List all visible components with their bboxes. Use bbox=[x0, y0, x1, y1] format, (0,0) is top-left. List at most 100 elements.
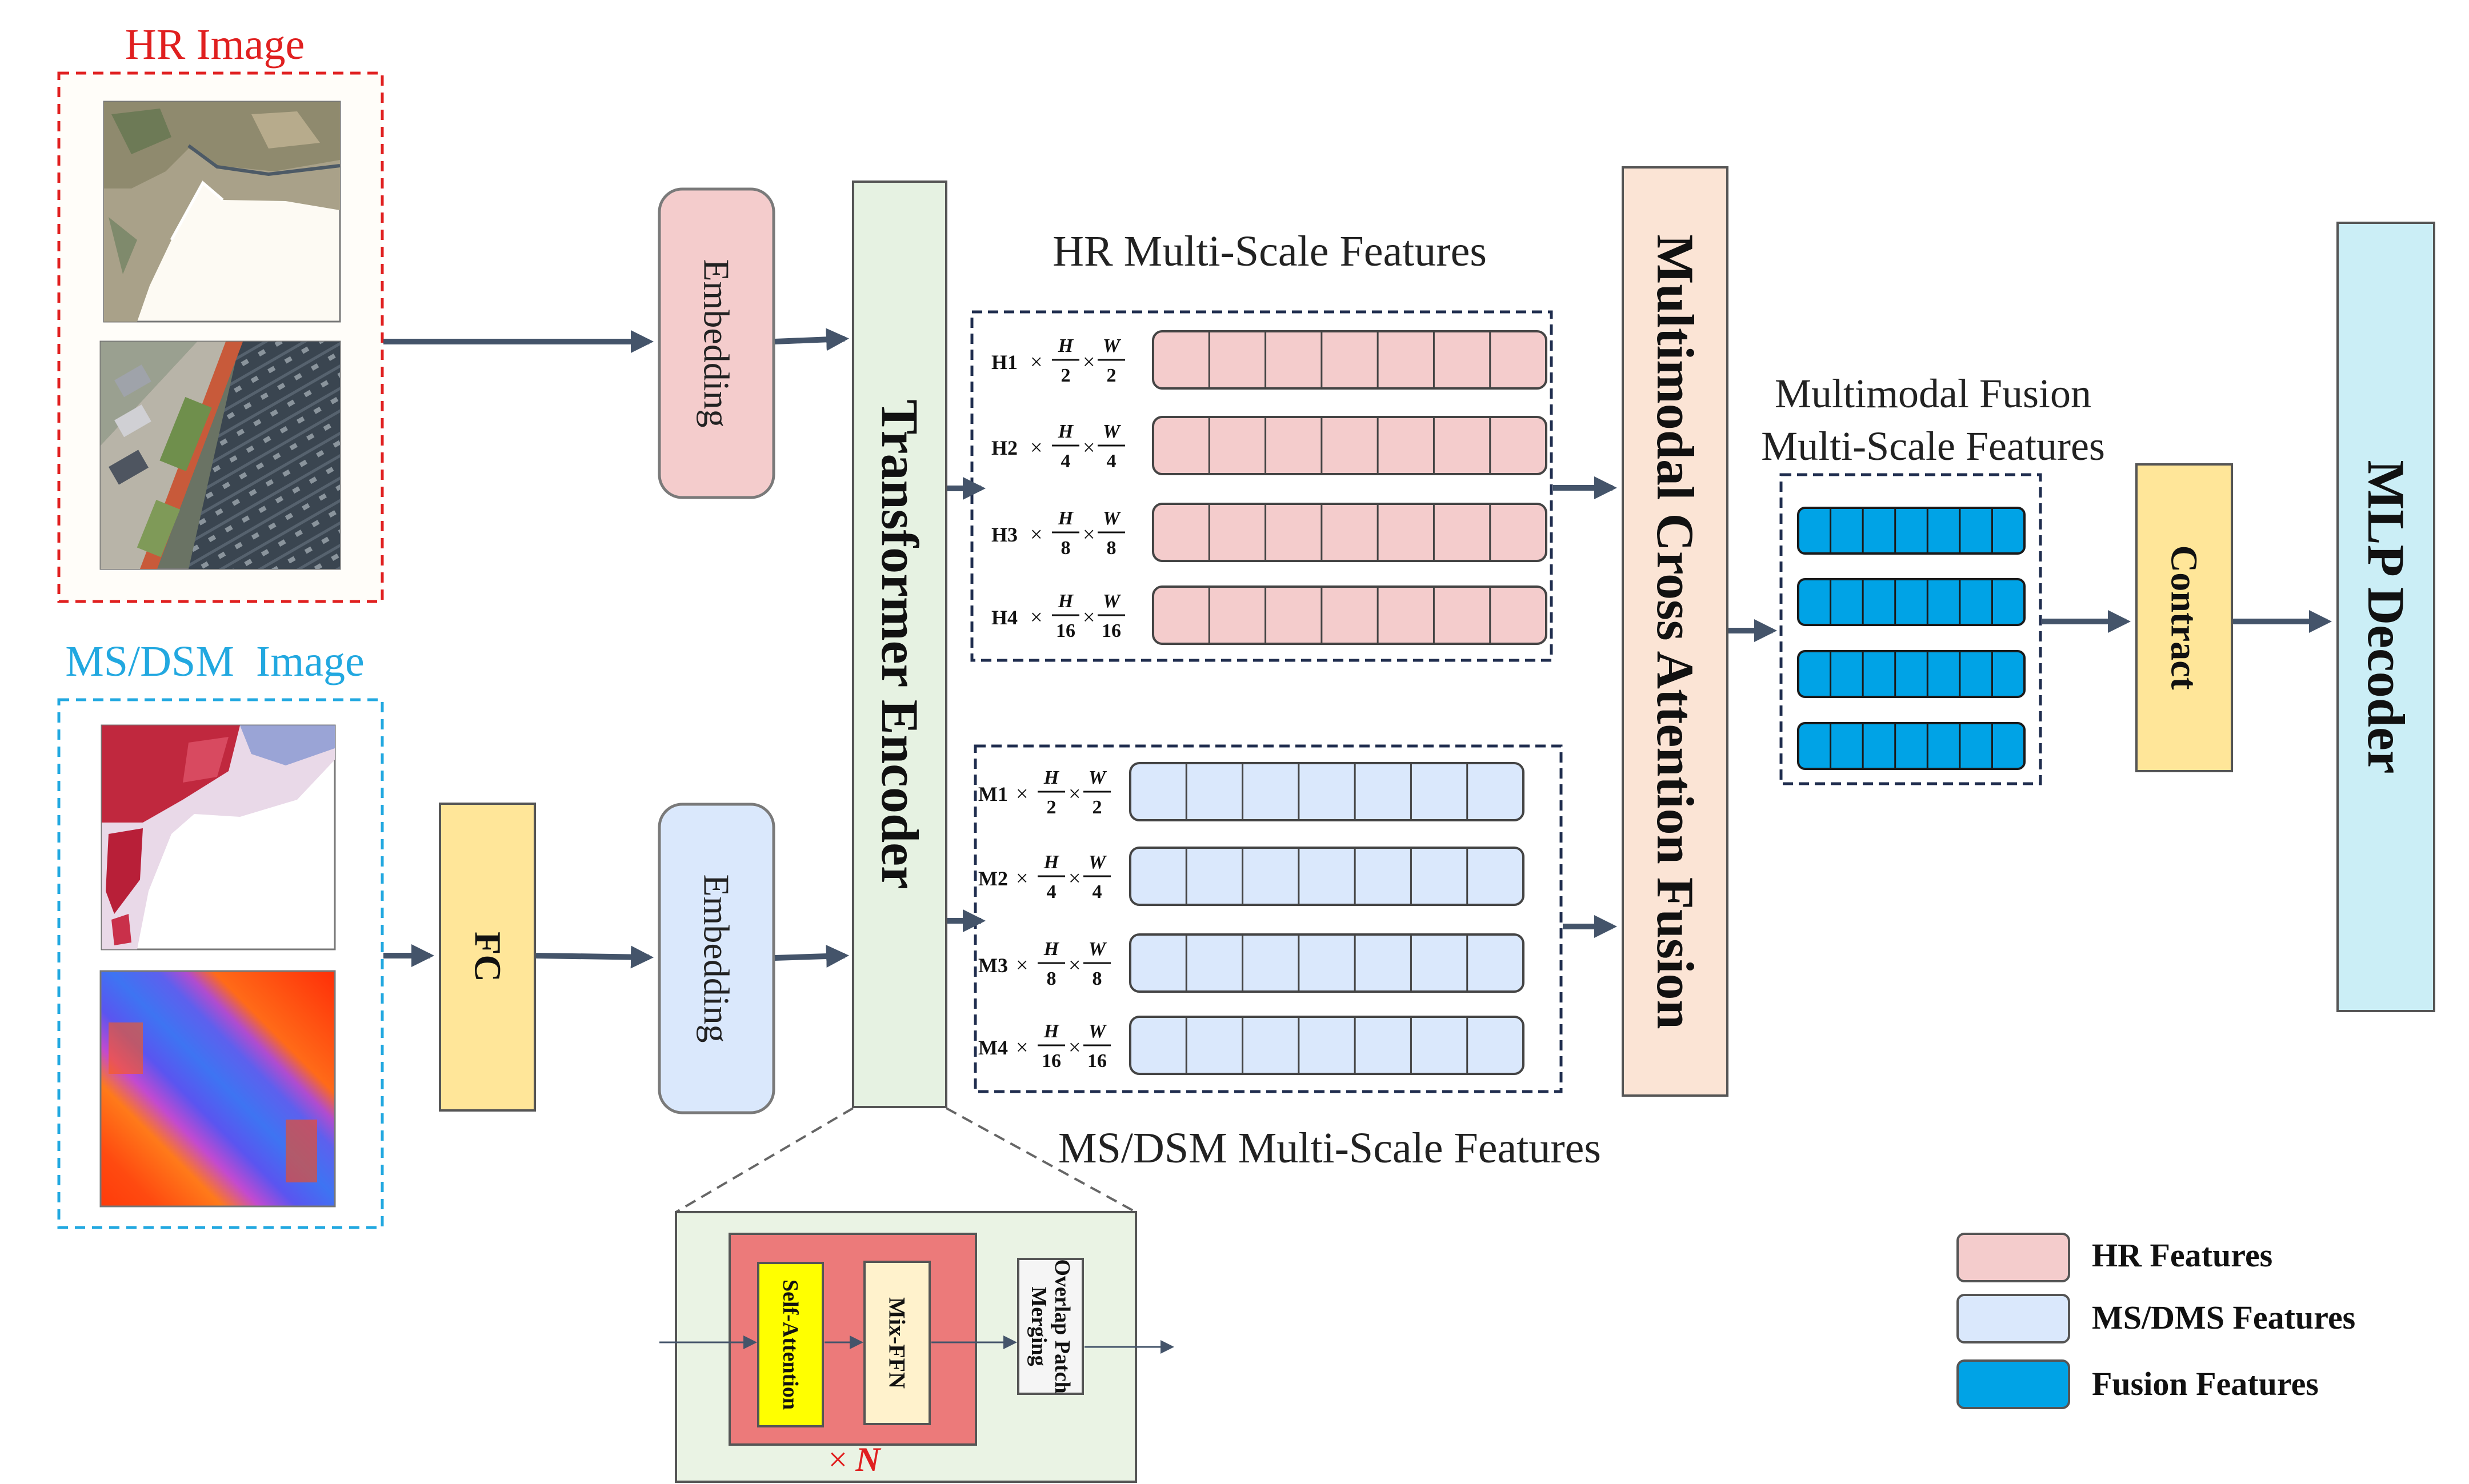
feature-tensor-bar bbox=[1129, 933, 1524, 993]
fraction-numerator: H bbox=[1058, 508, 1074, 529]
fraction-numerator: H bbox=[1058, 421, 1074, 442]
self-attention-label: Self-Attention bbox=[778, 1280, 802, 1410]
fraction-denominator: 16 bbox=[1042, 1050, 1061, 1072]
fraction-numerator: H bbox=[1058, 591, 1074, 612]
fusion-feature-rows bbox=[1797, 507, 2026, 770]
feature-tensor-bar bbox=[1129, 762, 1524, 821]
fraction-denominator: 8 bbox=[1107, 538, 1117, 559]
ms-features-row: M4×H16×W16 bbox=[978, 1016, 1524, 1075]
fusion-features-frame bbox=[1779, 473, 2042, 785]
hr-image-group: HR Image bbox=[57, 21, 384, 603]
embedding-ms-label: Embedding bbox=[697, 874, 737, 1042]
fusion-feature-row bbox=[1797, 578, 2026, 626]
fraction-denominator: 8 bbox=[1047, 968, 1057, 989]
feature-tensor-bar bbox=[1152, 416, 1547, 475]
ms-image-thumbnail-bottom bbox=[99, 970, 336, 1208]
fraction-denominator: 2 bbox=[1093, 797, 1102, 818]
contract-label: Contract bbox=[2163, 546, 2205, 690]
fusion-tensor-bar bbox=[1797, 650, 2026, 698]
row-prefix: M2 bbox=[978, 867, 1008, 890]
flow-arrows bbox=[383, 328, 2332, 969]
embedding-ms-block: Embedding bbox=[658, 803, 775, 1114]
times-sign: × bbox=[1069, 1036, 1081, 1060]
ms-features-row: M3×H8×W8 bbox=[978, 933, 1524, 993]
hr-image-title: HR Image bbox=[125, 21, 305, 69]
encoder-detail-group: Self-Attention Mix-FFN Overlap Patch Mer… bbox=[659, 1107, 1174, 1483]
fraction-numerator: H bbox=[1043, 767, 1060, 788]
legend-fusion-label: Fusion Features bbox=[2092, 1365, 2319, 1402]
fraction-numerator: H bbox=[1043, 1021, 1060, 1042]
times-sign: × bbox=[1069, 953, 1081, 977]
times-sign: × bbox=[1030, 523, 1042, 547]
ms-image-group: MS/DSM Image bbox=[57, 637, 384, 1229]
fraction-numerator: W bbox=[1089, 852, 1107, 873]
times-sign: × bbox=[1030, 436, 1042, 460]
feature-tensor-bar bbox=[1129, 1016, 1524, 1075]
fraction-numerator: W bbox=[1103, 335, 1122, 356]
mcaf-block: Multimodal Cross Attention Fusion bbox=[1622, 166, 1728, 1097]
feature-tensor-bar bbox=[1129, 847, 1524, 906]
times-sign: × bbox=[1030, 605, 1042, 629]
transformer-encoder-block: Transformer Encoder bbox=[852, 181, 947, 1108]
mix-ffn-block bbox=[863, 1261, 931, 1425]
times-sign: × bbox=[1069, 782, 1081, 806]
mix-ffn-label: Mix-FFN bbox=[885, 1297, 910, 1389]
fraction-numerator: H bbox=[1058, 335, 1074, 356]
encoder-repeat-label: ×N bbox=[828, 1441, 882, 1478]
mcaf-label: Multimodal Cross Attention Fusion bbox=[1646, 234, 1704, 1029]
fusion-feature-row bbox=[1797, 722, 2026, 770]
fusion-features-title-line2: Multi-Scale Features bbox=[1761, 423, 2105, 469]
fraction-numerator: W bbox=[1089, 938, 1107, 960]
row-prefix: H2 bbox=[991, 436, 1018, 459]
hr-features-row: H1×H2×W2 bbox=[991, 330, 1547, 390]
feature-tensor-bar bbox=[1152, 330, 1547, 390]
embedding-hr-label: Embedding bbox=[697, 259, 737, 427]
fraction-denominator: 4 bbox=[1047, 881, 1057, 903]
fraction-denominator: 4 bbox=[1093, 881, 1102, 903]
hr-image-thumbnail-bottom bbox=[99, 340, 341, 570]
fusion-feature-row bbox=[1797, 650, 2026, 698]
fraction-numerator: H bbox=[1043, 852, 1060, 873]
fraction-numerator: W bbox=[1103, 421, 1122, 442]
fc-block: FC bbox=[439, 803, 536, 1112]
times-sign: × bbox=[1083, 523, 1095, 547]
feature-tensor-bar bbox=[1152, 503, 1547, 562]
hr-image-thumbnail-top bbox=[103, 101, 341, 323]
row-prefix: M4 bbox=[978, 1036, 1008, 1059]
hr-features-title: HR Multi-Scale Features bbox=[1053, 227, 1487, 275]
legend-ms-label: MS/DMS Features bbox=[2092, 1299, 2355, 1336]
mlp-decoder-block: MLP Decoder bbox=[2336, 222, 2435, 1012]
transformer-encoder-label: Transformer Encoder bbox=[871, 399, 929, 889]
mlp-decoder-label: MLP Decoder bbox=[2357, 460, 2415, 773]
ms-features-title: MS/DSM Multi-Scale Features bbox=[1058, 1124, 1601, 1172]
fraction-numerator: W bbox=[1103, 508, 1122, 529]
ms-image-thumbnail-top bbox=[101, 724, 336, 950]
fusion-tensor-bar bbox=[1797, 578, 2026, 626]
ms-image-title: MS/DSM Image bbox=[65, 637, 365, 685]
fraction-numerator: W bbox=[1089, 767, 1107, 788]
times-sign: × bbox=[1016, 867, 1028, 891]
times-sign: × bbox=[1016, 953, 1028, 977]
times-sign: × bbox=[1069, 867, 1081, 891]
overlap-patch-merging-block bbox=[1017, 1258, 1084, 1395]
arrow-fc-to-embedding bbox=[535, 945, 654, 969]
legend-fusion-swatch bbox=[1956, 1359, 2070, 1409]
fraction-numerator: H bbox=[1043, 938, 1060, 960]
fraction-denominator: 2 bbox=[1047, 797, 1057, 818]
legend-ms-swatch bbox=[1956, 1294, 2070, 1343]
overlap-patch-label-line1: Overlap Patch bbox=[1050, 1259, 1074, 1393]
fraction-denominator: 2 bbox=[1061, 365, 1071, 386]
fusion-tensor-bar bbox=[1797, 722, 2026, 770]
hr-features-row: H4×H16×W16 bbox=[991, 585, 1547, 645]
hr-features-row: H3×H8×W8 bbox=[991, 503, 1547, 562]
row-prefix: H4 bbox=[991, 606, 1018, 629]
times-sign: × bbox=[1030, 350, 1042, 374]
legend-hr-swatch bbox=[1956, 1233, 2070, 1282]
fraction-denominator: 16 bbox=[1056, 620, 1075, 641]
fraction-denominator: 4 bbox=[1061, 451, 1071, 472]
ms-features-row: M2 × H 4 × W 4 bbox=[978, 847, 1524, 906]
